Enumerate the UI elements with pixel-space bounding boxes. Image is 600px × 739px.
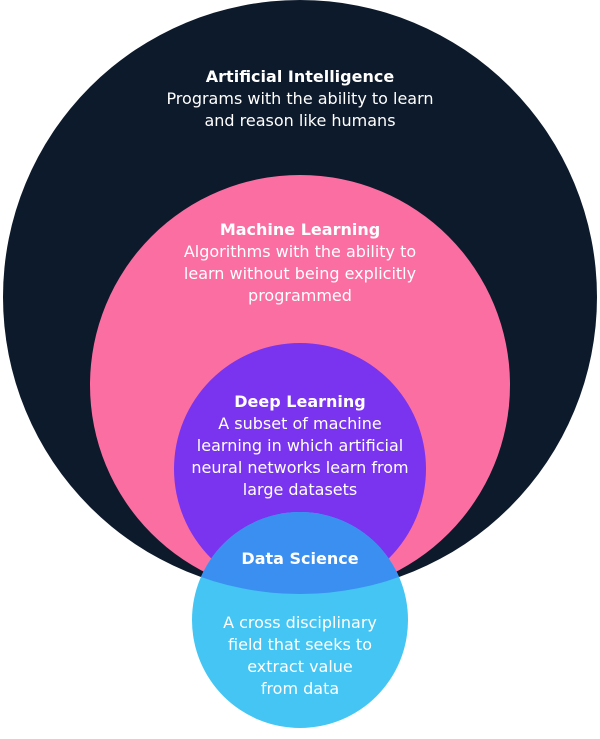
data-science-overlap bbox=[192, 512, 408, 594]
data-science-description: A cross disciplinary field that seeks to… bbox=[223, 613, 377, 698]
artificial-intelligence-description: Programs with the ability to learn and r… bbox=[166, 89, 434, 130]
data-science-title: Data Science bbox=[241, 549, 359, 568]
machine-learning-description: Algorithms with the ability to learn wit… bbox=[183, 242, 417, 305]
artificial-intelligence-label: Artificial Intelligence Programs with th… bbox=[0, 66, 600, 132]
deep-learning-label: Deep Learning A subset of machine learni… bbox=[0, 391, 600, 501]
deep-learning-title: Deep Learning bbox=[234, 392, 366, 411]
artificial-intelligence-title: Artificial Intelligence bbox=[205, 67, 395, 86]
machine-learning-label: Machine Learning Algorithms with the abi… bbox=[0, 219, 600, 307]
deep-learning-description: A subset of machine learning in which ar… bbox=[191, 414, 409, 499]
deep-learning-circle bbox=[174, 343, 426, 595]
machine-learning-title: Machine Learning bbox=[219, 220, 381, 239]
data-science-description-block: A cross disciplinary field that seeks to… bbox=[0, 612, 600, 700]
data-science-label: Data Science bbox=[0, 548, 600, 570]
